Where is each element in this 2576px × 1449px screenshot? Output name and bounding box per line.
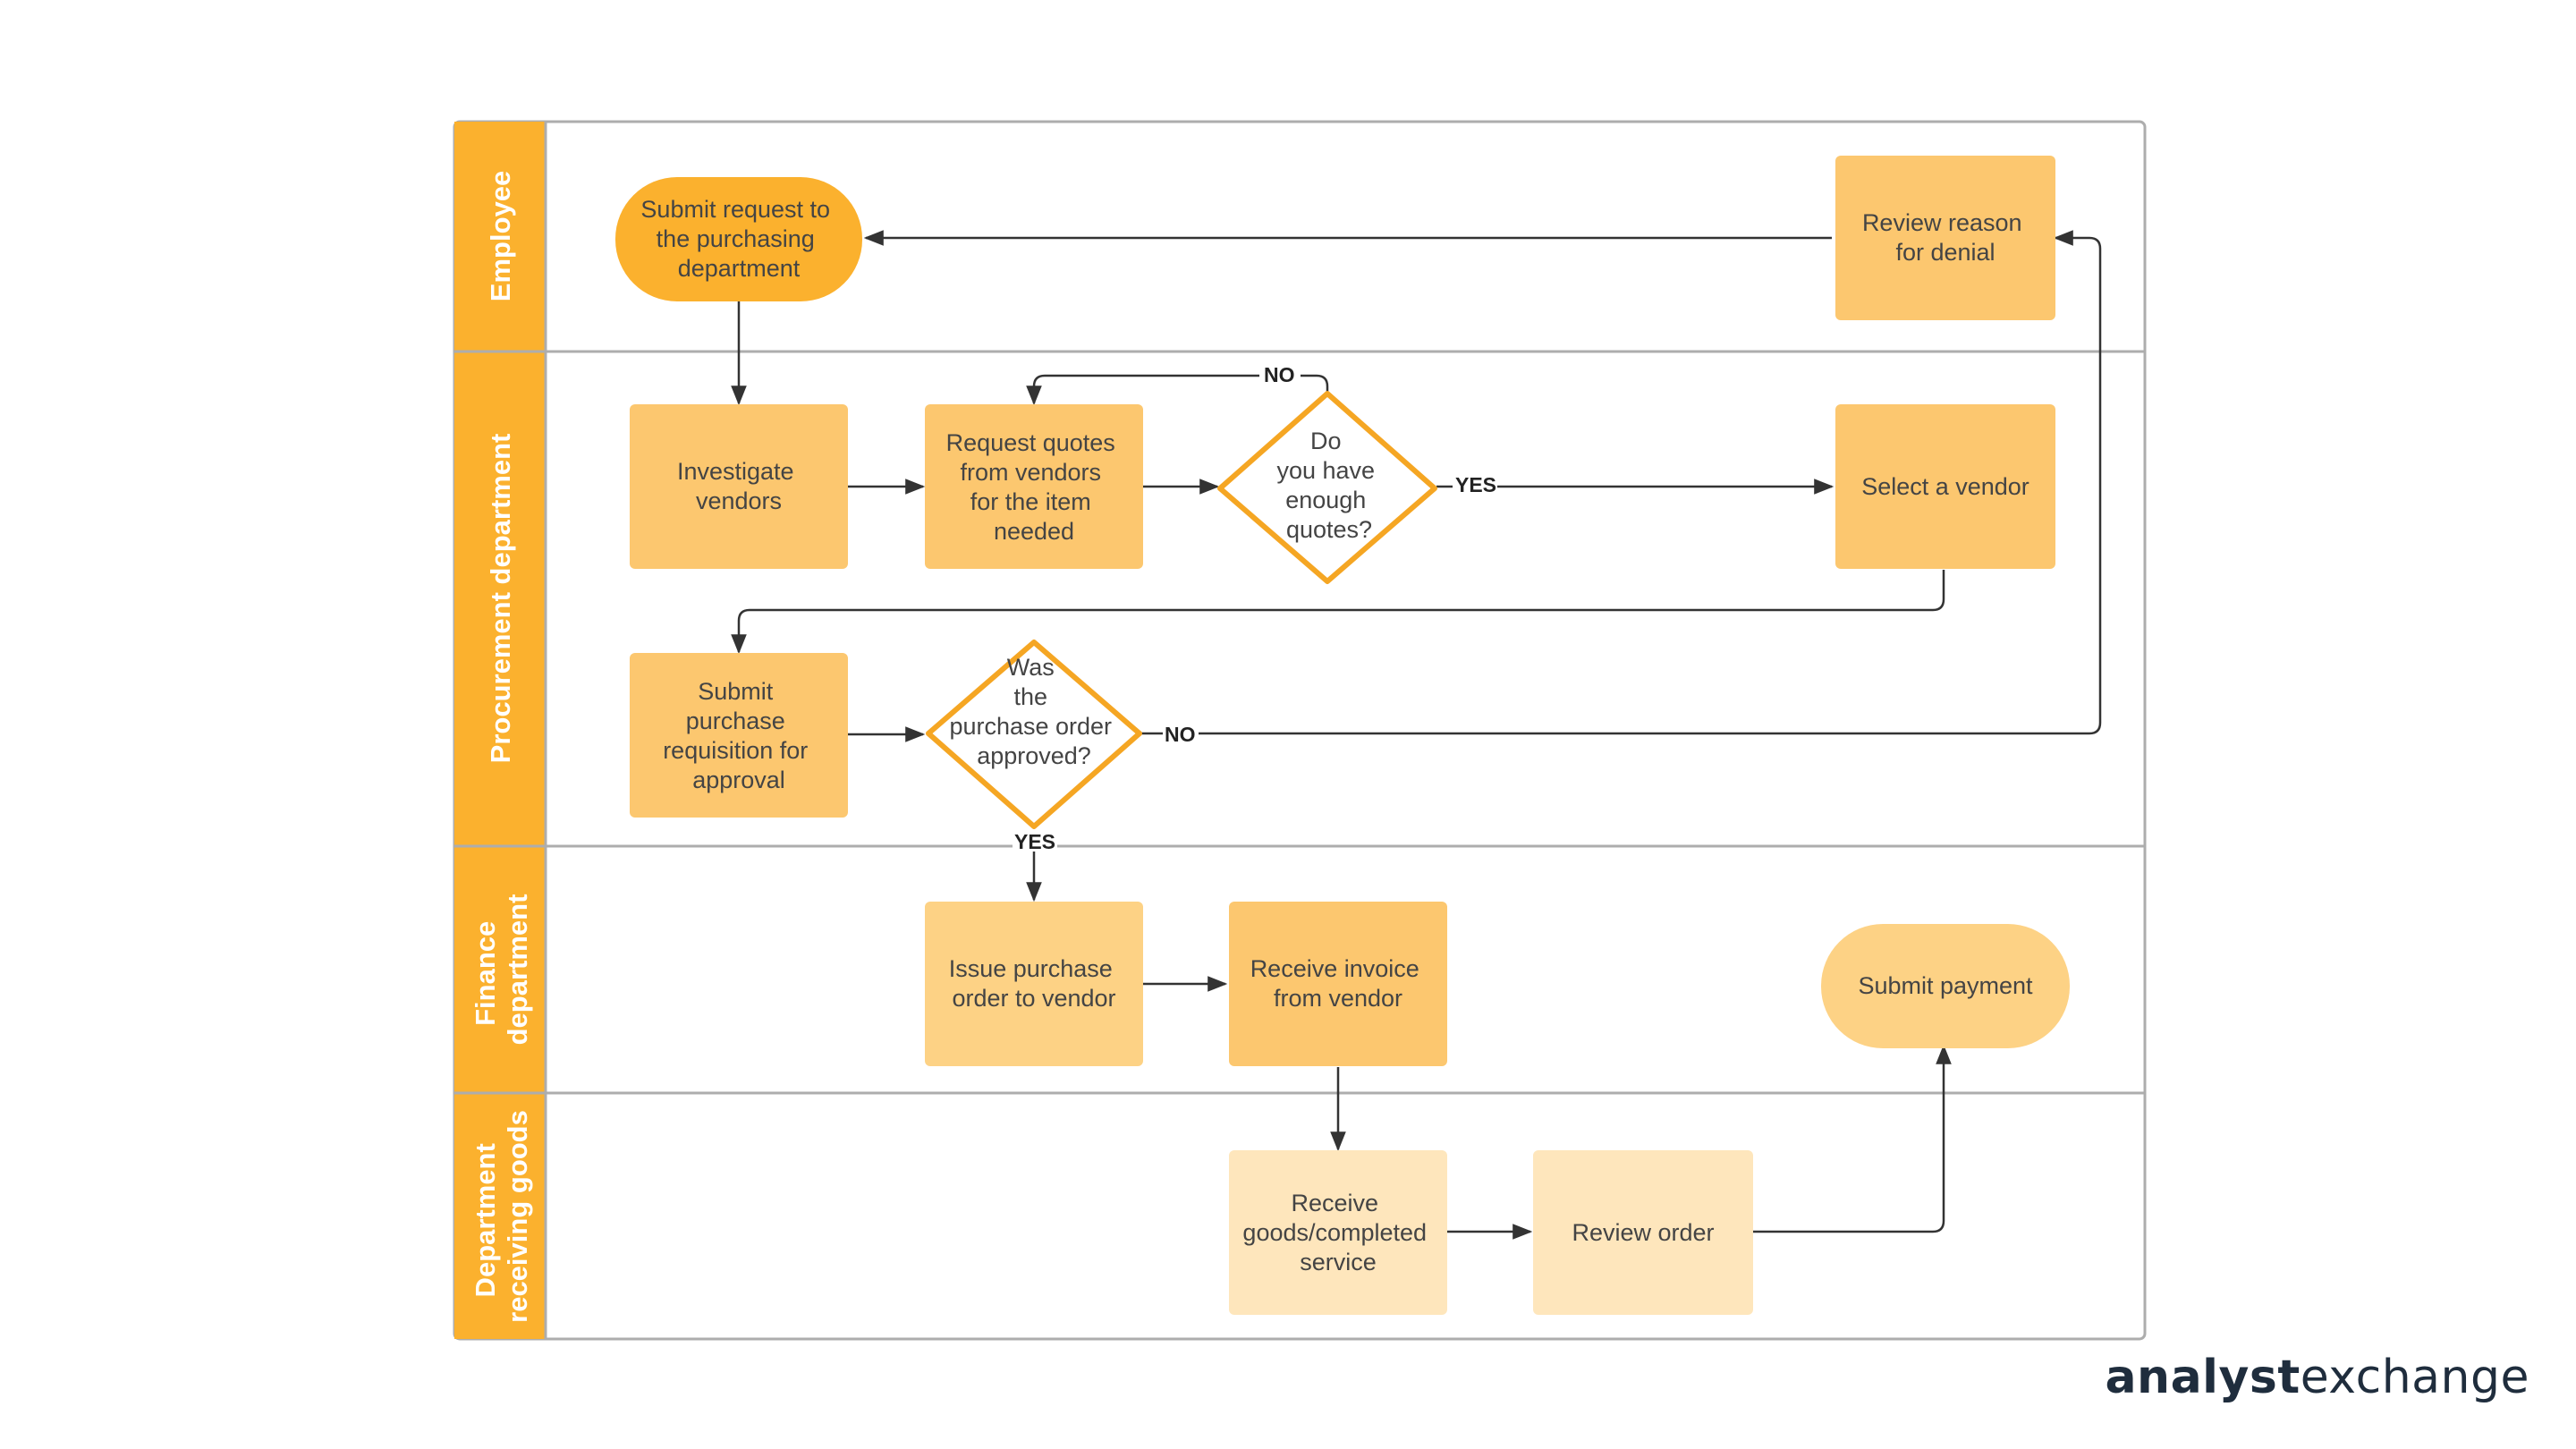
node-text-line: Was bbox=[1007, 654, 1055, 681]
node-investigate-vendors[interactable]: Investigate vendors bbox=[630, 404, 848, 569]
node-text-line: from vendors bbox=[960, 459, 1101, 486]
node-submit-requisition-label: Submit purchase requisition for approval bbox=[663, 678, 815, 793]
node-text-line: for denial bbox=[1895, 239, 1995, 266]
edge-label-quotes-yes: YES bbox=[1455, 473, 1496, 496]
node-text-line: needed bbox=[994, 518, 1074, 545]
node-text-line: Submit bbox=[698, 678, 774, 705]
node-text-line: purchase bbox=[686, 708, 785, 734]
lane-titles: Employee Procurement department Finance … bbox=[470, 171, 533, 1323]
edge-label-quotes-no: NO bbox=[1264, 363, 1295, 386]
node-text-line: order to vendor bbox=[952, 985, 1115, 1012]
node-receive-invoice-label: Receive invoice from vendor bbox=[1250, 955, 1427, 1012]
connector-decision-no-loop bbox=[1026, 374, 1329, 406]
connector-review-to-payment bbox=[1752, 1044, 1952, 1233]
node-text-line: department bbox=[678, 255, 801, 282]
edge-label-approved-yes: YES bbox=[1014, 830, 1055, 853]
lane-headers bbox=[454, 122, 546, 1339]
node-request-quotes[interactable]: Request quotes from vendors for the item… bbox=[925, 404, 1143, 569]
node-text-line: Issue purchase bbox=[949, 955, 1113, 982]
lane-header-procurement bbox=[454, 352, 546, 846]
node-text-line: service bbox=[1300, 1249, 1377, 1275]
lane-title-receiving-line-1: Department bbox=[470, 1143, 501, 1297]
node-po-approved-label: Was the purchase order approved? bbox=[949, 654, 1118, 769]
node-text-line: purchase order bbox=[949, 713, 1112, 740]
node-review-order[interactable]: Review order bbox=[1533, 1150, 1753, 1315]
connectors bbox=[731, 230, 2102, 1240]
node-text-line: goods/completed bbox=[1242, 1219, 1427, 1246]
node-issue-po-label: Issue purchase order to vendor bbox=[949, 955, 1120, 1012]
node-po-approved-decision[interactable]: Was the purchase order approved? bbox=[926, 640, 1142, 829]
node-text-line: Investigate bbox=[677, 458, 794, 485]
node-text-line: from vendor bbox=[1274, 985, 1402, 1012]
lane-title-employee: Employee bbox=[485, 171, 516, 301]
node-text-line: the bbox=[1013, 683, 1047, 710]
node-submit-payment-label: Submit payment bbox=[1858, 972, 2033, 999]
node-text-line: vendors bbox=[696, 487, 782, 514]
brand-logo-regular: exchange bbox=[2300, 1351, 2529, 1404]
node-request-quotes-label: Request quotes from vendors for the item… bbox=[946, 429, 1123, 545]
node-receive-goods[interactable]: Receive goods/completed service bbox=[1229, 1150, 1447, 1315]
node-review-order-label: Review order bbox=[1572, 1219, 1714, 1246]
lane-title-receiving: Department receiving goods bbox=[470, 1110, 533, 1323]
node-text-line: you have bbox=[1276, 457, 1375, 484]
node-submit-request[interactable]: Submit request to the purchasing departm… bbox=[615, 177, 862, 301]
node-text-line: Receive invoice bbox=[1250, 955, 1419, 982]
edge-labels: NO YES NO YES bbox=[1013, 363, 1497, 853]
lane-dividers bbox=[454, 122, 2145, 1339]
lane-title-finance-line-1: Finance bbox=[470, 921, 501, 1026]
node-review-denial[interactable]: Review reason for denial bbox=[1835, 156, 2055, 320]
node-text-line: Receive bbox=[1291, 1190, 1378, 1216]
lane-title-procurement: Procurement department bbox=[485, 434, 516, 764]
edge-label-approved-no: NO bbox=[1165, 723, 1196, 746]
connector-vendor-to-requisition bbox=[731, 570, 1945, 655]
node-select-vendor-label: Select a vendor bbox=[1861, 473, 2029, 500]
node-receive-goods-label: Receive goods/completed service bbox=[1242, 1190, 1433, 1275]
lane-header-finance bbox=[454, 846, 546, 1093]
node-text-line: quotes? bbox=[1286, 516, 1372, 543]
node-submit-request-label: Submit request to the purchasing departm… bbox=[640, 196, 836, 282]
node-text-line: approved? bbox=[977, 742, 1091, 769]
node-issue-po[interactable]: Issue purchase order to vendor bbox=[925, 902, 1143, 1066]
node-text-line: Review reason bbox=[1862, 209, 2022, 236]
node-submit-payment[interactable]: Submit payment bbox=[1821, 924, 2070, 1048]
node-review-denial-label: Review reason for denial bbox=[1862, 209, 2029, 266]
node-text-line: approval bbox=[692, 767, 785, 793]
lane-title-finance: Finance department bbox=[470, 894, 533, 1046]
node-text-line: Request quotes bbox=[946, 429, 1115, 456]
lane-header-receiving bbox=[454, 1093, 546, 1339]
node-enough-quotes-label: Do you have enough quotes? bbox=[1276, 428, 1381, 543]
nodes: Submit request to the purchasing departm… bbox=[615, 156, 2070, 1315]
brand-logo-bold: analyst bbox=[2105, 1351, 2301, 1404]
node-text-line: the purchasing bbox=[657, 225, 815, 252]
node-text-line: enough bbox=[1285, 487, 1366, 513]
brand-logo: analystexchange bbox=[2105, 1351, 2529, 1404]
node-text-line: requisition for bbox=[663, 737, 808, 764]
node-investigate-vendors-label: Investigate vendors bbox=[677, 458, 801, 514]
node-select-vendor[interactable]: Select a vendor bbox=[1835, 404, 2055, 569]
node-submit-requisition[interactable]: Submit purchase requisition for approval bbox=[630, 653, 848, 818]
node-enough-quotes-decision[interactable]: Do you have enough quotes? bbox=[1217, 391, 1437, 584]
node-text-line: Do bbox=[1310, 428, 1342, 454]
connector-approval-no bbox=[1141, 230, 2102, 735]
lane-title-finance-line-2: department bbox=[502, 894, 533, 1046]
lane-header-employee bbox=[454, 122, 546, 352]
node-text-line: Submit request to bbox=[640, 196, 830, 223]
lane-title-receiving-line-2: receiving goods bbox=[502, 1110, 533, 1323]
node-receive-invoice[interactable]: Receive invoice from vendor bbox=[1229, 902, 1447, 1066]
node-text-line: for the item bbox=[970, 488, 1091, 515]
